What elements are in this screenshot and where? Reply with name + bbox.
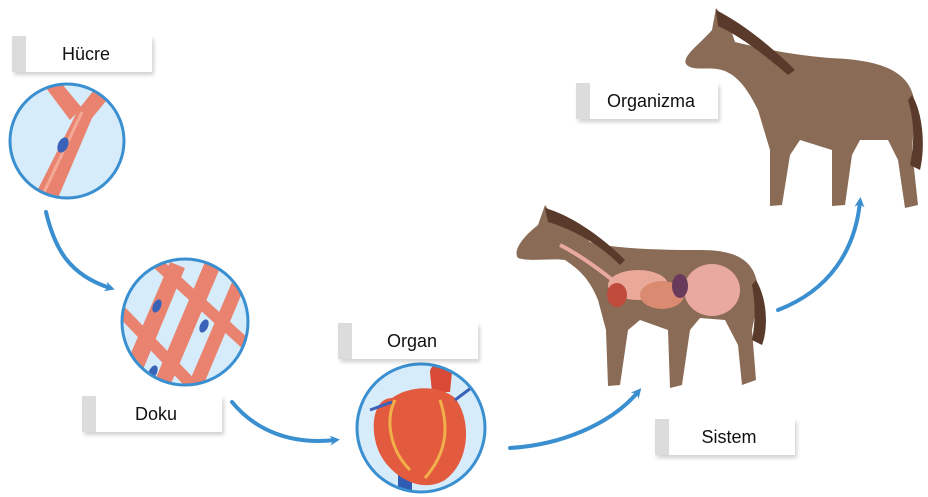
label-tab [655, 419, 669, 455]
arrow-tissue-to-organ [232, 402, 335, 441]
label-tissue: Doku [82, 396, 222, 432]
label-organism-text: Organizma [590, 91, 718, 112]
label-tissue-text: Doku [96, 404, 222, 425]
horse-system-illustration [516, 205, 765, 388]
label-organism: Organizma [576, 83, 718, 119]
label-tab [12, 36, 26, 72]
label-cell: Hücre [12, 36, 152, 72]
label-organ: Organ [338, 323, 478, 359]
label-tab [82, 396, 96, 432]
heart-circle [357, 364, 485, 497]
label-organ-text: Organ [352, 331, 478, 352]
arrow-organ-to-system [510, 392, 638, 448]
label-cell-text: Hücre [26, 44, 152, 65]
label-tab [338, 323, 352, 359]
label-system: Sistem [655, 419, 795, 455]
arrow-cell-to-tissue [46, 212, 110, 288]
arrow-system-to-organism [778, 202, 860, 310]
cell-circle [10, 70, 125, 205]
label-system-text: Sistem [669, 427, 795, 448]
label-tab [576, 83, 590, 119]
horse-organism-illustration [685, 8, 922, 208]
tissue-circle [112, 258, 250, 402]
